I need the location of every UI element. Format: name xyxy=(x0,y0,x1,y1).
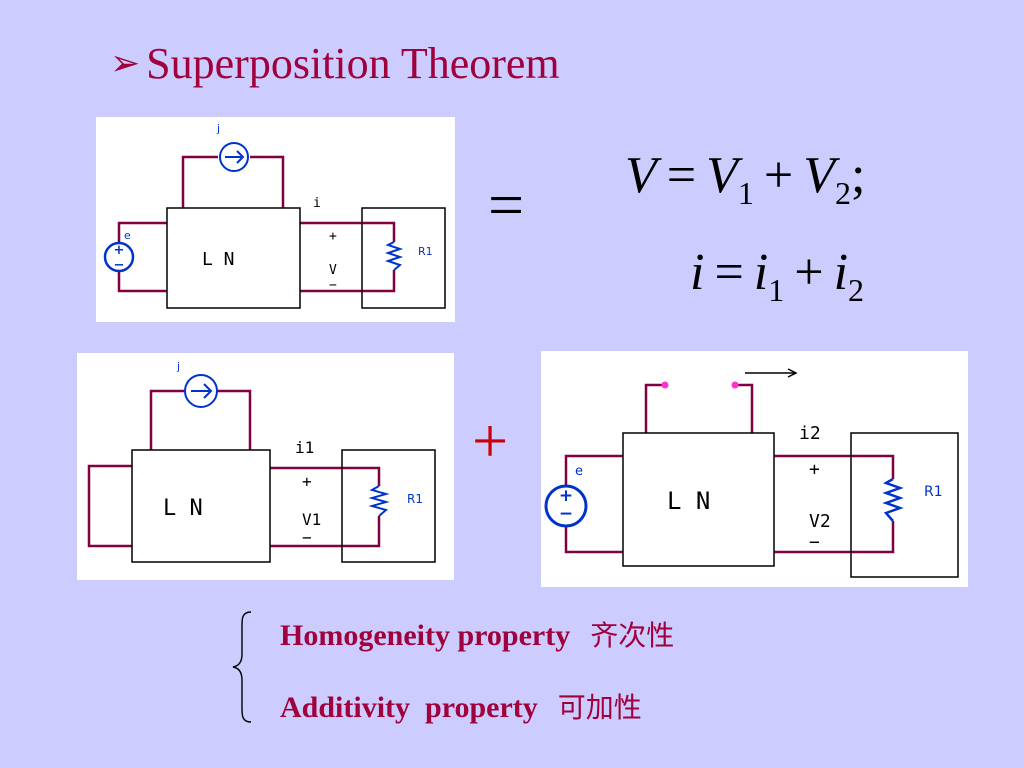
resistor-label: R1 xyxy=(418,245,433,258)
current-equation: i=i1+i2 xyxy=(690,244,865,308)
voltage-label: V xyxy=(329,263,337,278)
circuit-current-only: j L N i1 + V1 − R1 xyxy=(77,353,454,580)
voltage-source-icon: + − xyxy=(103,241,135,273)
open-terminal-left xyxy=(661,381,669,389)
voltage-source-label: e xyxy=(124,229,131,242)
current-source-icon xyxy=(184,374,218,408)
linear-network-box xyxy=(166,207,301,309)
open-terminal-right xyxy=(731,381,739,389)
circuit-voltage-only: + − e L N i2 + V2 − R1 xyxy=(541,351,968,587)
current-source-icon xyxy=(219,142,249,172)
network-label: L N xyxy=(202,249,235,270)
voltage-source-label: e xyxy=(575,464,583,479)
resistor-label: R1 xyxy=(924,484,943,500)
network-label: L N xyxy=(667,487,710,515)
current-label: i1 xyxy=(295,438,314,457)
minus-label: − xyxy=(302,528,312,547)
load-box xyxy=(361,207,446,309)
circuit-original: + − j e L N i + V − R1 xyxy=(96,117,455,322)
slide-title: ➢Superposition Theorem xyxy=(110,38,560,89)
voltage-equation: V=V1+V2; xyxy=(625,147,866,211)
svg-text:−: − xyxy=(559,504,573,524)
svg-text:−: − xyxy=(114,258,125,273)
linear-network-box xyxy=(131,449,271,563)
voltage-label: V2 xyxy=(809,511,831,532)
current-label: i2 xyxy=(799,423,821,444)
minus-label: − xyxy=(329,278,337,293)
title-text: Superposition Theorem xyxy=(146,39,560,88)
current-label: i xyxy=(313,196,321,211)
equals-sign: = xyxy=(488,169,525,240)
voltage-label: V1 xyxy=(302,510,321,529)
current-source-label: j xyxy=(176,360,180,373)
linear-network-box xyxy=(622,432,775,567)
plus-sign: + xyxy=(472,405,509,476)
plus-label: + xyxy=(809,459,820,480)
voltage-source-icon: + − xyxy=(544,484,588,528)
svg-text:+: + xyxy=(114,243,125,258)
resistor-icon xyxy=(384,241,404,271)
minus-label: − xyxy=(809,532,820,553)
current-direction-arrow-icon xyxy=(745,368,798,378)
plus-label: + xyxy=(329,229,337,244)
brace-icon xyxy=(232,611,252,723)
resistor-icon xyxy=(368,485,390,517)
network-label: L N xyxy=(163,496,203,521)
load-box xyxy=(341,449,436,563)
resistor-label: R1 xyxy=(407,492,423,506)
load-box xyxy=(850,432,959,578)
bullet-arrow-icon: ➢ xyxy=(110,43,141,83)
plus-label: + xyxy=(302,472,312,491)
resistor-icon xyxy=(882,477,904,522)
svg-text:+: + xyxy=(559,486,573,506)
current-source-label: j xyxy=(216,122,220,135)
